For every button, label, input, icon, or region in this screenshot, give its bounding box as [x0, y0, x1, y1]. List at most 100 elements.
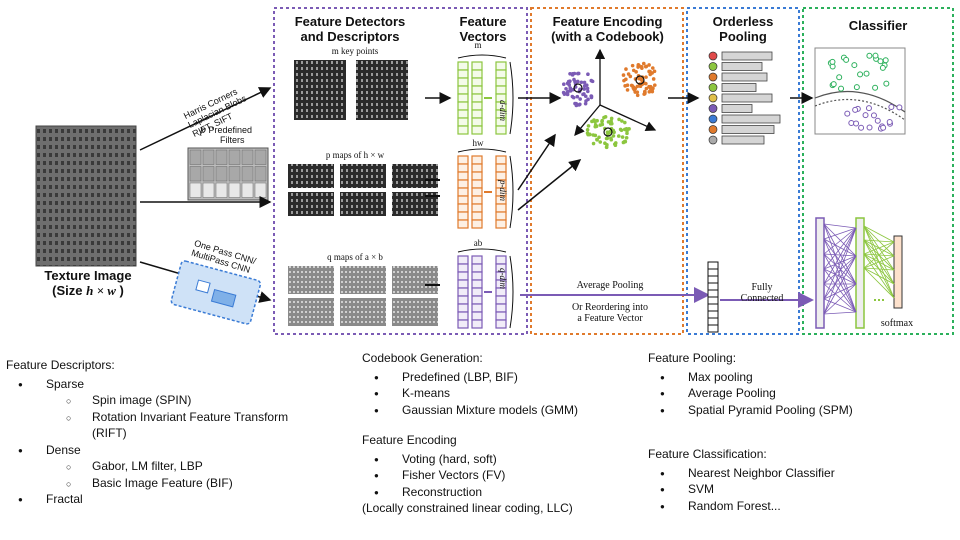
cluster-center: [573, 83, 583, 93]
fc-edge: [823, 253, 857, 313]
keypoint-image-2: [356, 60, 408, 120]
vector-cell: [457, 109, 469, 119]
vector-cell: [707, 282, 719, 291]
vector-cell: [495, 295, 507, 305]
fc-layer: [815, 217, 825, 329]
classifier-panel-title: Classifier: [848, 18, 908, 33]
fc-edge: [823, 223, 857, 313]
vector-cell: [707, 261, 719, 270]
cluster-point: [598, 140, 603, 144]
vector-cell: [471, 319, 483, 329]
class-a-point: [851, 62, 858, 69]
cluster-point: [630, 63, 635, 68]
fc-edge: [823, 238, 857, 313]
cluster-point: [634, 70, 638, 74]
cluster-point: [613, 143, 618, 148]
fc-edge: [823, 238, 857, 257]
histogram-swatch: [708, 114, 718, 124]
vector-cell: [457, 61, 469, 71]
cluster-point: [622, 78, 626, 83]
histogram-swatch: [708, 83, 718, 92]
cluster-point: [564, 87, 568, 91]
vector-cell: [457, 203, 469, 213]
classifier-scatter: [814, 47, 906, 135]
cluster-point: [650, 71, 654, 75]
cluster-point: [582, 80, 587, 85]
cluster-point: [568, 72, 572, 76]
fc-edge: [823, 227, 857, 240]
cluster-point: [586, 97, 590, 102]
vector-cell: [471, 117, 483, 127]
cluster-point: [597, 135, 601, 140]
vector-cell: [471, 195, 483, 205]
pooling-notes: Feature Pooling: Max pooling Average Poo…: [648, 350, 948, 418]
cluster-point: [585, 86, 590, 91]
vector-cell: [471, 77, 483, 87]
cluster-point: [639, 64, 644, 69]
vector-cell: [457, 295, 469, 305]
cluster-point: [567, 83, 572, 87]
cluster-point: [611, 134, 616, 138]
cluster-point: [635, 84, 640, 89]
class-a-point: [829, 58, 836, 65]
histogram-bar: [721, 72, 768, 82]
fc-layer: [855, 217, 865, 329]
vec1-side-label: d-dim: [498, 100, 508, 121]
class-b-point: [853, 120, 860, 127]
filter-cell: [228, 149, 241, 165]
class-a-point: [882, 57, 889, 64]
fc-edge: [863, 267, 895, 285]
vector-cell: [457, 287, 469, 297]
fc-edge: [863, 225, 895, 243]
fc-edge: [823, 227, 857, 255]
cluster-point: [589, 95, 594, 100]
vector-cell: [471, 311, 483, 321]
vector-cell: [471, 93, 483, 103]
filter-cell: [189, 182, 202, 198]
vector-cell: [457, 263, 469, 273]
vector-brace: [509, 155, 514, 229]
cluster-point: [609, 137, 614, 142]
filter-cell: [254, 166, 267, 182]
cluster-point: [562, 82, 566, 87]
cluster-point: [583, 94, 588, 99]
vector-cell: [471, 163, 483, 173]
cluster-point: [595, 138, 599, 142]
vector-cell: [457, 311, 469, 321]
cluster-point: [561, 90, 566, 95]
vector-cell: [471, 287, 483, 297]
cluster-point: [647, 69, 651, 74]
filter-cell: [202, 166, 215, 182]
texture-image-title: Texture Image (Size h × w ): [44, 268, 132, 298]
vector-cell: [495, 211, 507, 221]
vector-cell: [495, 77, 507, 87]
texture-image: [35, 125, 137, 267]
cluster-point: [635, 93, 640, 98]
fc-edge: [823, 255, 857, 315]
cluster-point: [653, 83, 657, 87]
filter-cell: [215, 166, 228, 182]
cluster-point: [635, 90, 640, 94]
vector-cell: [457, 179, 469, 189]
filter-cell: [254, 149, 267, 165]
vector-brace: [509, 255, 514, 329]
codebook-clusters: [561, 48, 657, 150]
vec1-top-label: m: [474, 40, 482, 50]
vector-cell: [457, 303, 469, 313]
histogram-swatch: [708, 135, 718, 145]
vector-brace: [457, 54, 507, 59]
arrow-top-branch: [139, 87, 272, 151]
vector-cell: [471, 109, 483, 119]
histogram-bar: [721, 83, 757, 92]
keypoints-label: m key points: [331, 46, 379, 56]
histogram-swatch: [708, 72, 718, 82]
cluster-point: [623, 120, 627, 125]
vector-cell: [495, 125, 507, 135]
class-a-point: [830, 81, 837, 88]
vector-cell: [457, 219, 469, 229]
cluster-point: [621, 73, 626, 77]
fc-edge: [823, 227, 857, 270]
cluster-point: [582, 87, 587, 91]
vec2-side-label: p-dim: [498, 180, 508, 201]
histogram-bar: [721, 62, 763, 71]
